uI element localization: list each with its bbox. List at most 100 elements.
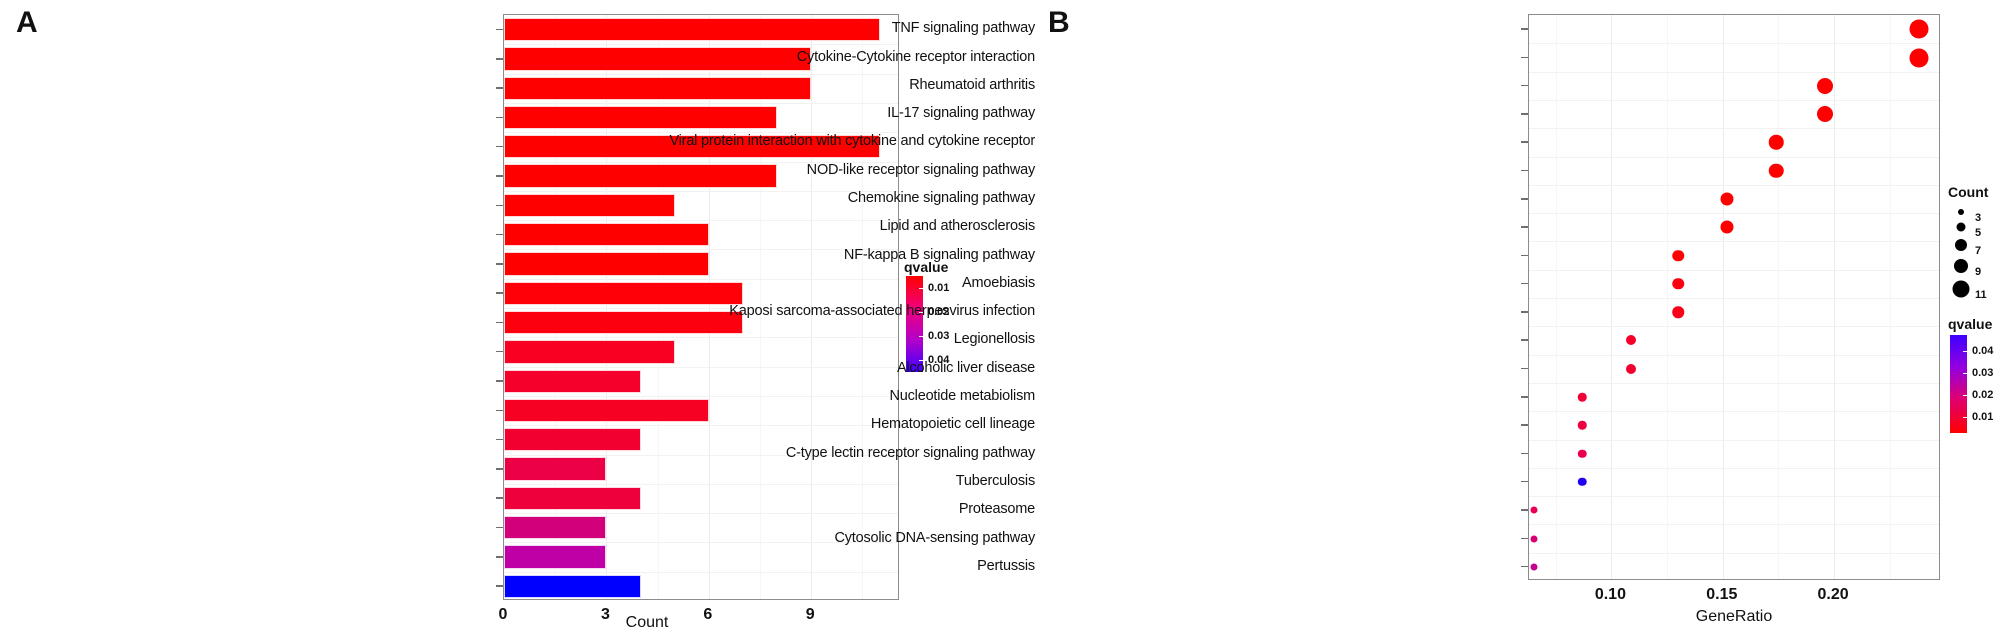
gridline-horizontal [504, 454, 898, 456]
gridline-vertical-minor [1555, 15, 1557, 579]
category-label: Proteasome [958, 501, 1035, 518]
y-tick [496, 438, 503, 441]
category-label: Viral protein interaction with cytokine … [669, 133, 1035, 150]
gridline-horizontal [504, 73, 898, 75]
panel-a-qvalue-legend-title: qvalue [904, 259, 949, 275]
gridline-vertical-minor [760, 15, 761, 599]
gridline-horizontal [504, 308, 898, 309]
dot-9 [1672, 278, 1684, 290]
gridline-horizontal [1529, 467, 1939, 469]
gridline-vertical [708, 15, 710, 599]
colorbar-tick [1963, 417, 1967, 419]
y-tick [496, 468, 503, 470]
y-tick [496, 28, 503, 31]
bar-10 [504, 310, 743, 335]
gridline-vertical [1834, 15, 1836, 579]
bar-1 [504, 47, 812, 71]
dot-8 [1672, 249, 1684, 262]
bar-2 [504, 76, 812, 100]
bar-0 [504, 17, 880, 42]
dot-14 [1578, 421, 1587, 430]
count-legend-value: 5 [1975, 227, 1982, 239]
dot-4 [1768, 135, 1784, 150]
qvalue-legend-value: 0.04 [1972, 344, 1994, 357]
qvalue-legend-value: 0.02 [1972, 389, 1994, 402]
y-tick [496, 556, 503, 558]
gridline-vertical-minor [1778, 15, 1780, 579]
bar-16 [504, 486, 641, 511]
y-tick [496, 321, 503, 324]
y-tick [1521, 452, 1528, 455]
x-tick-label: 0.20 [1817, 586, 1849, 603]
panel-a-letter: A [16, 6, 38, 39]
gridline-horizontal [504, 161, 898, 163]
dot-19 [1530, 563, 1537, 571]
y-tick [1521, 113, 1528, 115]
dot-10 [1672, 306, 1684, 318]
dot-13 [1578, 392, 1587, 402]
y-tick [496, 58, 503, 60]
x-tick-label: 6 [703, 606, 713, 623]
gridline-horizontal [504, 513, 898, 515]
y-tick [496, 497, 503, 499]
y-tick [1521, 56, 1528, 58]
category-label: Lipid and atherosclerosis [879, 218, 1036, 235]
colorbar-tick [919, 360, 923, 361]
colorbar-tick [919, 288, 923, 289]
y-tick [1521, 509, 1528, 511]
gridline-horizontal [1529, 99, 1939, 101]
gridline-horizontal [504, 249, 898, 251]
dot-16 [1578, 477, 1587, 487]
category-label: Tuberculosis [955, 472, 1035, 489]
count-legend-value: 9 [1975, 266, 1982, 278]
gridline-horizontal [1529, 524, 1939, 526]
y-tick [1521, 480, 1528, 483]
category-label: Cytokine-Cytokine receptor interaction [796, 48, 1035, 65]
x-tick-label: 9 [805, 606, 815, 623]
y-tick [496, 292, 503, 294]
panel-b-qvalue-legend-title: qvalue [1948, 316, 1993, 332]
gridline-horizontal [1529, 128, 1939, 130]
panel-b-qvalue-colorbar [1950, 335, 1967, 433]
y-tick [1521, 84, 1528, 87]
category-label: Rheumatoid arthritis [909, 76, 1035, 93]
count-legend-value: 3 [1975, 212, 1982, 224]
panel-a-category-labels: TNF signaling pathwayRheumatoid arthriti… [0, 0, 497, 638]
x-tick-label: 0 [498, 606, 508, 623]
bar-9 [504, 281, 743, 305]
dot-6 [1720, 192, 1734, 206]
y-tick [496, 350, 503, 353]
gridline-horizontal [1529, 552, 1939, 554]
gridline-horizontal [1529, 326, 1939, 328]
bar-7 [504, 223, 709, 247]
y-tick [1521, 226, 1528, 228]
y-tick [496, 263, 503, 265]
gridline-vertical [606, 15, 608, 599]
panel-b-x-axis-title: GeneRatio [1695, 608, 1773, 625]
category-label: Kaposi sarcoma-associated herpesvirus in… [729, 302, 1035, 319]
y-tick [496, 145, 503, 148]
gridline-horizontal [1529, 71, 1939, 73]
gridline-horizontal [1529, 298, 1939, 299]
bar-18 [504, 545, 607, 569]
y-tick [1521, 537, 1528, 540]
bar-12 [504, 369, 641, 393]
gridline-horizontal [504, 571, 898, 573]
colorbar-tick [1963, 350, 1967, 352]
y-tick [496, 204, 503, 206]
gridline-vertical-minor [555, 15, 557, 599]
category-label: Amoebiasis [962, 274, 1035, 291]
panel-a-plot-area [503, 14, 899, 600]
gridline-vertical [1722, 15, 1724, 579]
panel-a-qvalue-colorbar [906, 276, 923, 372]
category-label: C-type lectin receptor signaling pathway [785, 444, 1035, 461]
qvalue-legend-value: 0.03 [928, 330, 950, 342]
y-tick [1521, 367, 1528, 370]
gridline-horizontal [504, 102, 898, 104]
dot-15 [1578, 449, 1587, 458]
dot-5 [1768, 163, 1784, 178]
y-tick [496, 380, 503, 382]
y-tick [1521, 311, 1528, 313]
gridline-horizontal [504, 132, 898, 134]
gridline-horizontal [1529, 156, 1939, 158]
